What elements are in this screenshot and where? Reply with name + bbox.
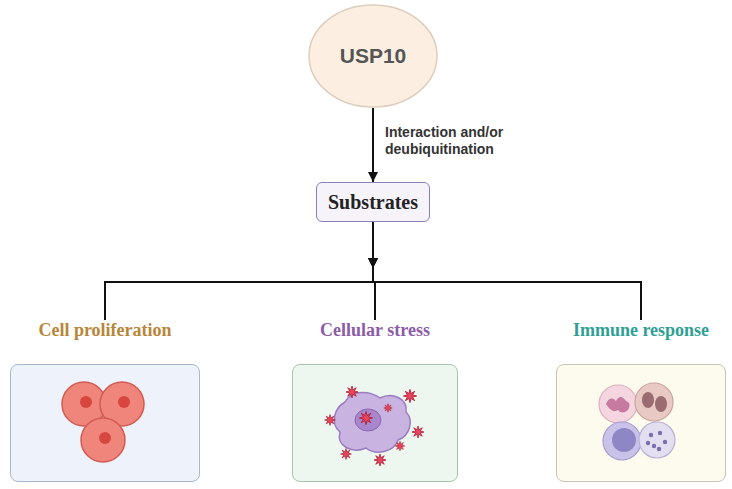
panel-heading: Cell proliferation [10, 320, 200, 341]
connector-line [373, 222, 375, 320]
arrow-head [368, 172, 378, 182]
panel-node: Cellular stress [292, 320, 458, 482]
panel-heading: Immune response [556, 320, 726, 341]
circle-node: USP10 [308, 4, 438, 108]
panel-box [10, 364, 200, 482]
arrow-head [368, 258, 378, 268]
immune-cells [599, 383, 675, 460]
arrow-head [368, 258, 378, 268]
process-box: Substrates [316, 182, 430, 222]
panel-node: Immune response [556, 320, 726, 482]
connector-line [105, 222, 373, 320]
proliferating-cells [62, 382, 144, 462]
circle-shape [309, 5, 437, 107]
connector [368, 108, 378, 182]
panel-box [556, 364, 726, 482]
node-label: USP10 [308, 4, 438, 108]
node-label: Substrates [328, 191, 418, 214]
connector [368, 222, 378, 320]
panel-node: Cell proliferation [10, 320, 200, 482]
arrow-head [368, 258, 378, 268]
panel-heading: Cellular stress [292, 320, 458, 341]
edge-label: Interaction and/or deubiquitination [385, 124, 535, 158]
connector [368, 222, 641, 320]
connector-line [372, 108, 374, 182]
connector-line [373, 222, 641, 320]
stressed-cell [325, 386, 424, 466]
connector [105, 222, 378, 320]
panel-box [292, 364, 458, 482]
